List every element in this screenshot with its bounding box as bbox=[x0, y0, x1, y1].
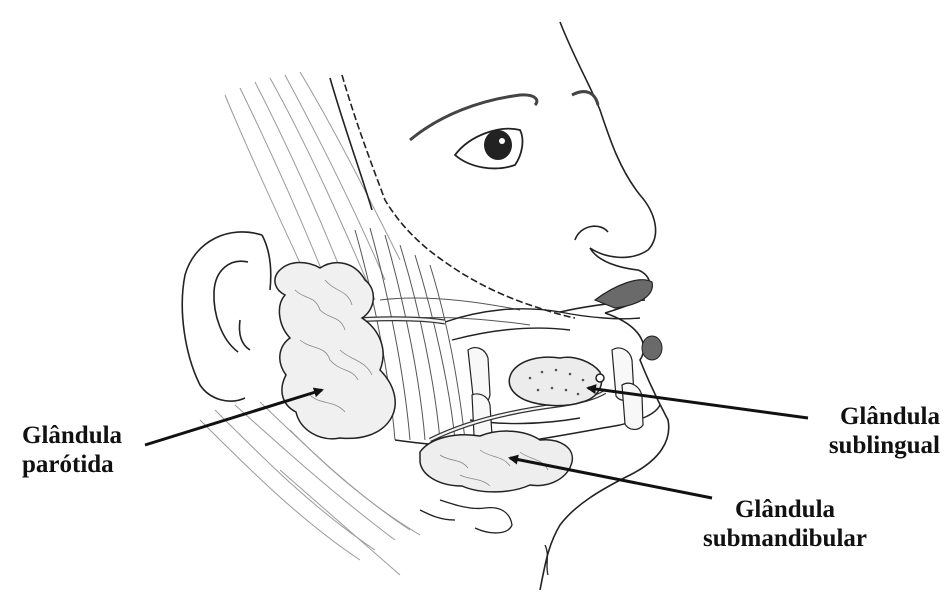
sublingual-duct-opening bbox=[596, 374, 604, 382]
label-parotid-gland: Glândula parótida bbox=[22, 421, 122, 479]
sublingual-gland bbox=[509, 357, 601, 405]
label-sublingual-line1: Glândula bbox=[800, 402, 940, 431]
ear bbox=[182, 232, 270, 401]
arrow-sublingual bbox=[588, 388, 808, 418]
label-parotid-line2: parótida bbox=[22, 450, 122, 479]
lower-lip bbox=[595, 280, 652, 308]
label-submandibular-gland: Glândula submandibular bbox=[690, 495, 880, 553]
eye-iris bbox=[484, 130, 512, 160]
label-sublingual-gland: Glândula sublingual bbox=[800, 402, 940, 460]
label-submandibular-line1: Glândula bbox=[690, 495, 880, 524]
chin-spot bbox=[642, 336, 662, 360]
label-sublingual-line2: sublingual bbox=[800, 431, 940, 460]
hyoid-region bbox=[420, 500, 548, 575]
arrow-parotid bbox=[145, 390, 322, 445]
parotid-gland bbox=[275, 263, 395, 439]
label-parotid-line1: Glândula bbox=[22, 421, 122, 450]
label-submandibular-line2: submandibular bbox=[690, 524, 880, 553]
submandibular-gland bbox=[420, 431, 572, 492]
